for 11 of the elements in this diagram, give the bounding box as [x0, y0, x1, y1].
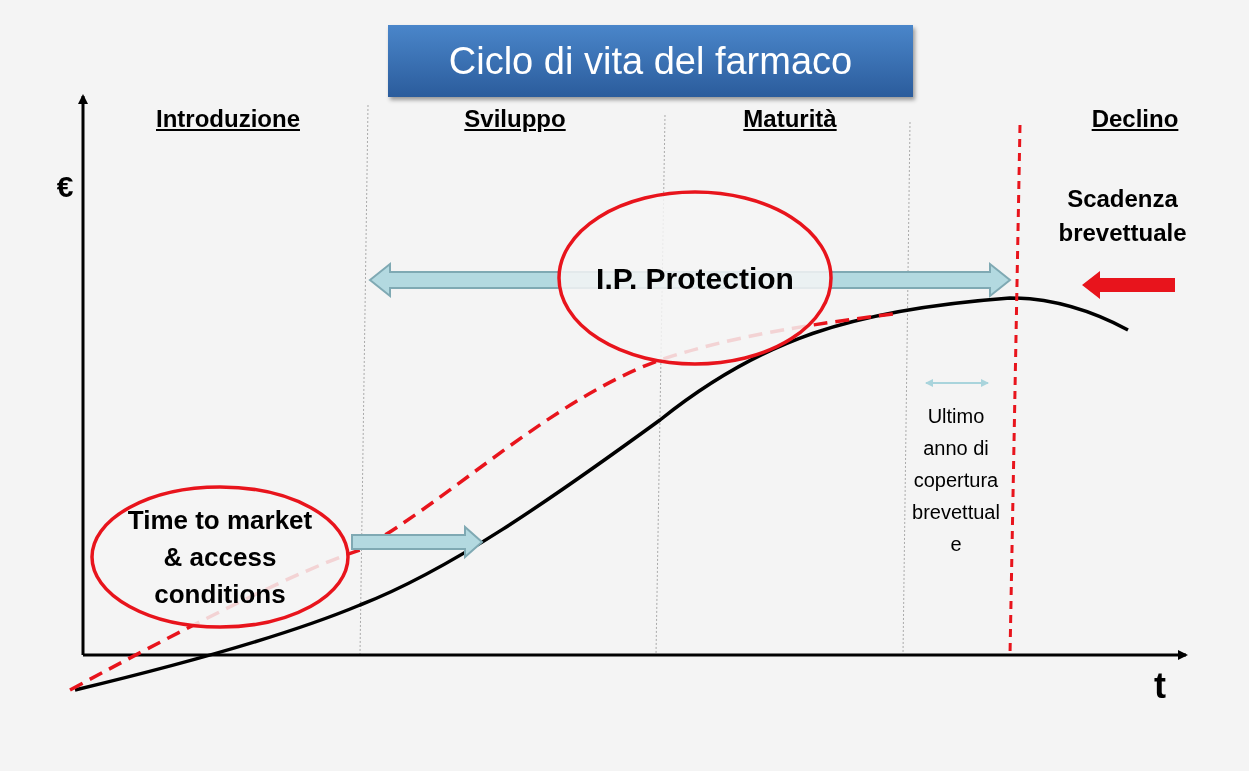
axis-label: €: [55, 170, 75, 204]
ellipse-node: I.P. Protection: [557, 190, 833, 366]
phase-heading: Declino: [1090, 105, 1180, 133]
phase-heading: Maturità: [742, 105, 838, 133]
axis-label: t: [1153, 665, 1167, 707]
ellipse-node: Time to market & access conditions: [90, 485, 350, 629]
phase-heading: Introduzione: [155, 105, 301, 133]
title-banner: Ciclo di vita del farmaco: [388, 25, 913, 97]
note: Ultimo anno di copertura brevettuale: [911, 404, 1001, 557]
note: Scadenza brevettuale: [1057, 184, 1188, 248]
phase-heading: Sviluppo: [463, 105, 567, 133]
